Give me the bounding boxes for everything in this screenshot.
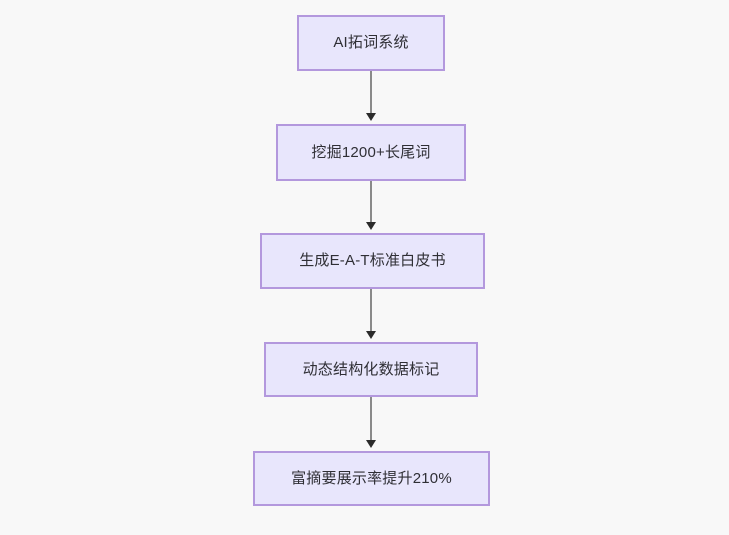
arrow-down-icon	[366, 113, 376, 121]
flow-node-dynamic-structured-data-markup[interactable]: 动态结构化数据标记	[264, 342, 478, 397]
flow-edge-4-to-5	[370, 397, 372, 443]
flow-node-generate-eat-whitepaper[interactable]: 生成E-A-T标准白皮书	[260, 233, 485, 289]
flow-node-label: 挖掘1200+长尾词	[311, 143, 431, 161]
flow-edge-3-to-4	[370, 289, 372, 334]
flow-edge-2-to-3	[370, 181, 372, 225]
arrow-down-icon	[366, 222, 376, 230]
arrow-down-icon	[366, 331, 376, 339]
arrow-down-icon	[366, 440, 376, 448]
flow-node-label: AI拓词系统	[333, 34, 409, 51]
flow-edge-1-to-2	[370, 71, 372, 116]
flow-node-rich-snippet-impression-uplift[interactable]: 富摘要展示率提升210%	[253, 451, 490, 506]
flow-node-ai-keyword-system[interactable]: AI拓词系统	[297, 15, 445, 71]
flow-node-mine-longtail-keywords[interactable]: 挖掘1200+长尾词	[276, 124, 466, 181]
flow-node-label: 富摘要展示率提升210%	[291, 469, 452, 487]
flow-node-label: 生成E-A-T标准白皮书	[299, 252, 446, 269]
flow-node-label: 动态结构化数据标记	[302, 360, 440, 378]
